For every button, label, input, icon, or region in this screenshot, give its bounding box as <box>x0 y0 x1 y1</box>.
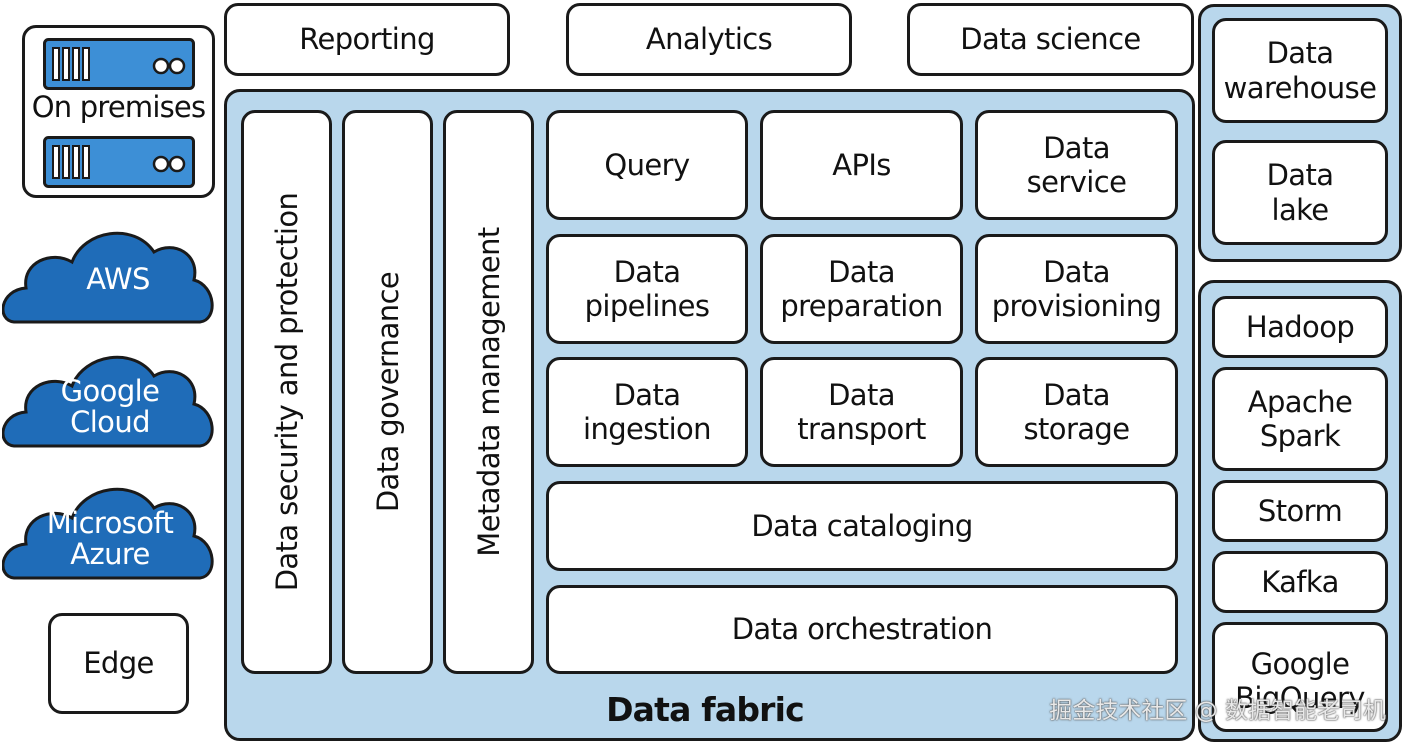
aws-cloud-icon <box>2 231 214 324</box>
data-pipelines-box: Data pipelines <box>546 234 748 344</box>
google-bigquery-box: Google BigQuery <box>1212 622 1388 732</box>
data-provisioning-box: Data provisioning <box>975 234 1178 344</box>
on-premises-label: On premises <box>31 90 206 124</box>
reporting-box: Reporting <box>224 3 510 76</box>
data-governance-column: Data governance <box>342 110 433 674</box>
data-storage-box: Data storage <box>975 357 1178 467</box>
data-lake-box: Data lake <box>1212 140 1388 245</box>
data-ingestion-box: Data ingestion <box>546 357 748 467</box>
data-warehouse-box: Data warehouse <box>1212 18 1388 123</box>
metadata-management-label: Metadata management <box>471 227 506 557</box>
apis-box: APIs <box>760 110 963 220</box>
analytics-box: Analytics <box>566 3 852 76</box>
data-cataloging-box: Data cataloging <box>546 481 1178 571</box>
data-transport-box: Data transport <box>760 357 963 467</box>
on-premises-box: On premises <box>22 25 215 198</box>
google-cloud-icon <box>2 355 214 448</box>
edge-box: Edge <box>48 613 189 714</box>
data-preparation-box: Data preparation <box>760 234 963 344</box>
data-science-box: Data science <box>907 3 1194 76</box>
microsoft-azure-label: Microsoft Azure <box>46 506 174 572</box>
data-security-column: Data security and protection <box>241 110 332 674</box>
watermark-text: 掘金技术社区 @ 数据智能老司机 <box>1049 698 1386 724</box>
metadata-management-column: Metadata management <box>443 110 534 674</box>
microsoft-azure-cloud-icon <box>2 487 214 580</box>
storm-box: Storm <box>1212 480 1388 542</box>
server-icon <box>43 136 195 188</box>
kafka-box: Kafka <box>1212 551 1388 613</box>
hadoop-box: Hadoop <box>1212 296 1388 358</box>
data-governance-label: Data governance <box>370 271 405 513</box>
google-cloud-label: Google Cloud <box>60 374 160 440</box>
aws-label: AWS <box>86 262 150 296</box>
data-fabric-label: Data fabric <box>606 690 805 729</box>
data-security-label: Data security and protection <box>269 192 304 592</box>
server-icon <box>43 38 195 90</box>
query-box: Query <box>546 110 748 220</box>
apache-spark-box: Apache Spark <box>1212 367 1388 471</box>
data-service-box: Data service <box>975 110 1178 220</box>
data-orchestration-box: Data orchestration <box>546 585 1178 674</box>
